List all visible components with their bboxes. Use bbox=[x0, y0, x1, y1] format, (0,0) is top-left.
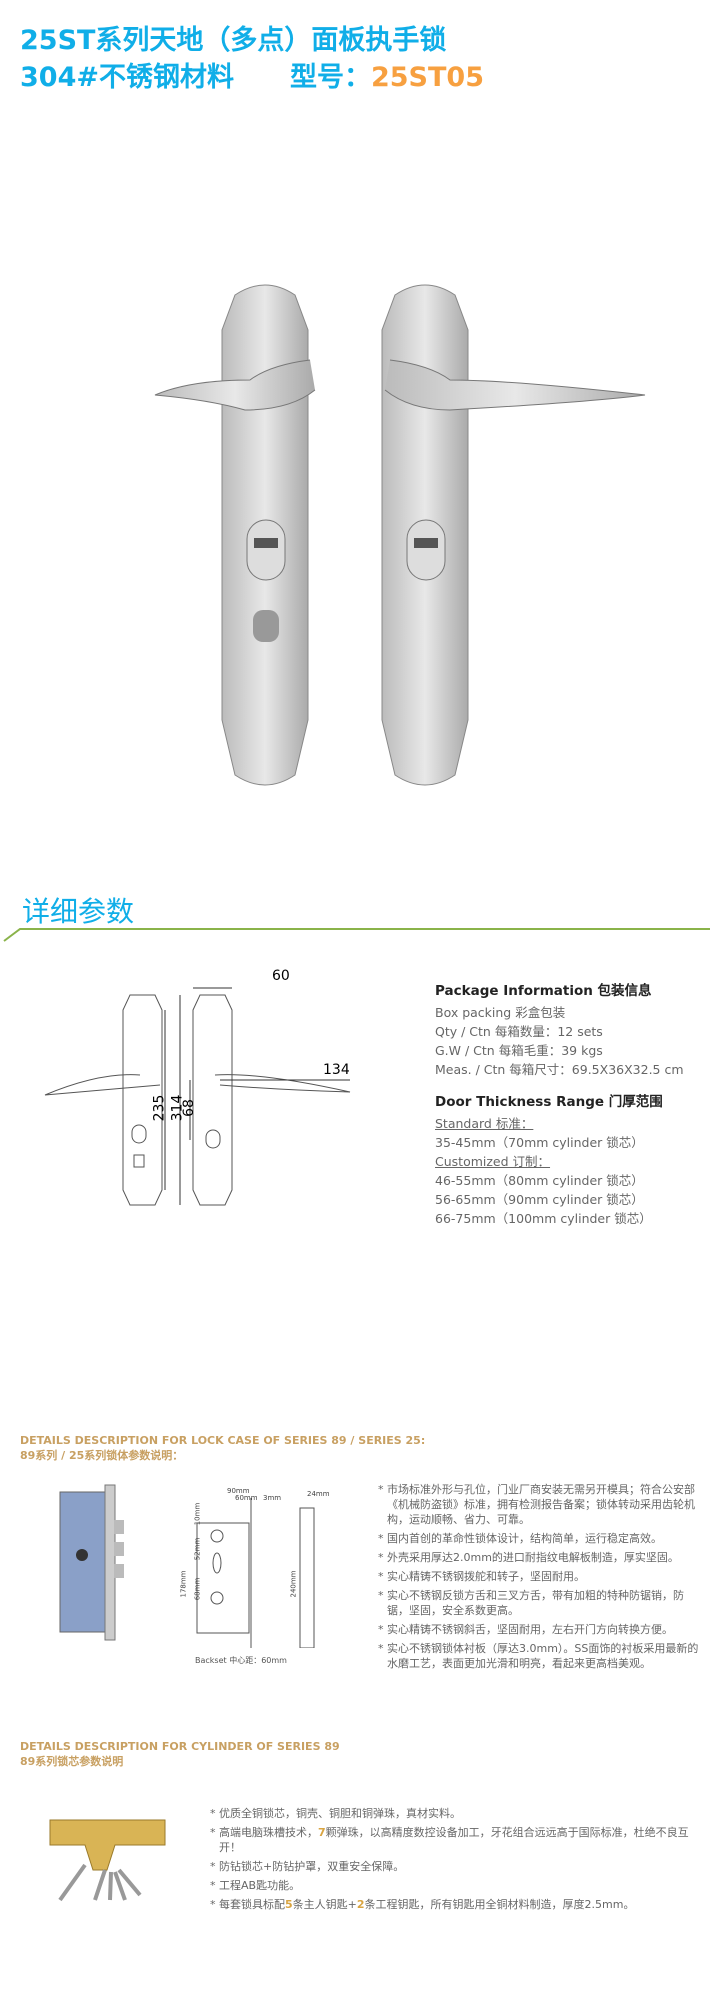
heading-en: DETAILS DESCRIPTION FOR CYLINDER OF SERI… bbox=[20, 1740, 340, 1753]
bullet: * 实心精铸不锈钢斜舌，坚固耐用，左右开门方向转换方便。 bbox=[378, 1623, 673, 1636]
package-line: G.W / Ctn 每箱毛重：39 kgs bbox=[435, 1043, 603, 1058]
custom-range: 46-55mm（80mm cylinder 锁芯） bbox=[435, 1173, 644, 1188]
text: * 高端电脑珠槽技术， bbox=[210, 1826, 318, 1839]
dim-68mm: 68mm bbox=[193, 1577, 202, 1601]
product-subtitle: 304#不锈钢材料 型号：25ST05 bbox=[20, 55, 484, 94]
dim-24mm: 24mm bbox=[307, 1490, 330, 1498]
construction-key-count: 2 bbox=[356, 1898, 365, 1911]
dim-plate: 235 bbox=[151, 1094, 168, 1122]
pin-count: 7 bbox=[318, 1826, 326, 1839]
lock-plate-right bbox=[381, 284, 646, 786]
standard-label: Standard 标准： bbox=[435, 1116, 534, 1131]
bullet: * 外壳采用厚达2.0mm的进口耐指纹电解板制造，厚实坚固。 bbox=[378, 1551, 679, 1564]
material: 304#不锈钢材料 bbox=[20, 62, 234, 93]
dim-52mm: 52mm bbox=[193, 1537, 202, 1561]
bullet: * 实心不锈钢反锁方舌和三叉方舌，带有加粗的特种防锯销，防锯，坚固，安全系数更高… bbox=[378, 1589, 684, 1617]
text: 条工程钥匙，所有钥匙用全铜材料制造，厚度2.5mm。 bbox=[364, 1898, 635, 1911]
custom-range: 56-65mm（90mm cylinder 锁芯） bbox=[435, 1192, 644, 1207]
bullet: * 实心精铸不锈钢拨舵和转子，坚固耐用。 bbox=[378, 1570, 585, 1583]
door-heading: Door Thickness Range 门厚范围 bbox=[435, 1094, 663, 1110]
bullet: * 高端电脑珠槽技术，7颗弹珠，以高精度数控设备加工，牙花组合远远高于国际标准，… bbox=[210, 1825, 700, 1855]
dim-90mm: 90mm bbox=[227, 1487, 250, 1495]
owner-key-count: 5 bbox=[285, 1898, 293, 1911]
dim-center: 68 bbox=[180, 1099, 197, 1117]
text: 条主人钥匙+ bbox=[292, 1898, 357, 1911]
bullet: * 市场标准外形与孔位，门业厂商安装无需另开模具；符合公安部《机械防盗锁》标准，… bbox=[378, 1483, 695, 1526]
lock-plate-left bbox=[154, 284, 316, 786]
product-photo bbox=[154, 284, 646, 786]
bullet: * 每套锁具标配5条主人钥匙+2条工程钥匙，所有钥匙用全铜材料制造，厚度2.5m… bbox=[210, 1897, 700, 1912]
lock-case-diagram bbox=[196, 1498, 315, 1648]
custom-range: 66-75mm（100mm cylinder 锁芯） bbox=[435, 1211, 652, 1226]
lockcase-bullets: * 市场标准外形与孔位，门业厂商安装无需另开模具；符合公安部《机械防盗锁》标准，… bbox=[378, 1482, 703, 1675]
dim-handle: 134 bbox=[323, 1062, 350, 1078]
section-title: 详细参数 bbox=[22, 895, 135, 928]
cylinder-photo bbox=[49, 1819, 166, 1902]
bullet: * 实心不锈钢锁体衬板（厚达3.0mm）。SS面饰的衬板采用最新的水磨工艺，表面… bbox=[378, 1642, 699, 1670]
text: * 每套锁具标配 bbox=[210, 1898, 285, 1911]
cylinder-bullets: * 优质全铜锁芯，铜壳、铜胆和铜弹珠，真材实料。 * 高端电脑珠槽技术，7颗弹珠… bbox=[210, 1806, 700, 1916]
custom-label: Customized 订制： bbox=[435, 1154, 551, 1169]
package-line: Box packing 彩盒包装 bbox=[435, 1005, 566, 1020]
dim-60mm: 60mm bbox=[235, 1494, 258, 1502]
heading-cn: 89系列锁芯参数说明 bbox=[20, 1755, 124, 1768]
dim-178mm: 178mm bbox=[179, 1570, 188, 1598]
bullet: * 优质全铜锁芯，铜壳、铜胆和铜弹珠，真材实料。 bbox=[210, 1807, 461, 1820]
backset: Backset 中心距：60mm bbox=[195, 1656, 287, 1665]
package-line: Qty / Ctn 每箱数量：12 sets bbox=[435, 1024, 603, 1039]
heading-cn: 89系列 / 25系列锁体参数说明： bbox=[20, 1449, 184, 1462]
package-heading: Package Information 包装信息 bbox=[435, 983, 652, 999]
lockcase-heading: DETAILS DESCRIPTION FOR LOCK CASE OF SER… bbox=[20, 1433, 425, 1463]
model-label: 型号： bbox=[289, 62, 371, 93]
section-divider bbox=[3, 928, 710, 942]
door-thickness: Door Thickness Range 门厚范围 Standard 标准： 3… bbox=[435, 1093, 663, 1228]
model-number: 25ST05 bbox=[370, 62, 484, 93]
package-line: Meas. / Ctn 每箱尺寸：69.5X36X32.5 cm bbox=[435, 1062, 684, 1077]
text: 颗弹珠，以高精度数控设备加工，牙花组合远远高于国际标准，杜绝不良互开！ bbox=[219, 1826, 689, 1854]
bullet: * 国内首创的革命性锁体设计，结构简单，运行稳定高效。 bbox=[378, 1532, 662, 1545]
dimension-drawing bbox=[44, 987, 351, 1206]
dim-240mm: 240mm bbox=[289, 1570, 298, 1598]
lock-case-photo bbox=[59, 1484, 124, 1641]
bullet: * 工程AB匙功能。 bbox=[210, 1879, 301, 1892]
dim-width: 60 bbox=[272, 968, 290, 984]
standard-range: 35-45mm（70mm cylinder 锁芯） bbox=[435, 1135, 644, 1150]
bullet: * 防钻锁芯+防钻护罩，双重安全保障。 bbox=[210, 1860, 405, 1873]
package-info: Package Information 包装信息 Box packing 彩盒包… bbox=[435, 982, 684, 1079]
heading-en: DETAILS DESCRIPTION FOR LOCK CASE OF SER… bbox=[20, 1434, 426, 1447]
dim-10mm: 10mm bbox=[193, 1502, 202, 1526]
cylinder-heading: DETAILS DESCRIPTION FOR CYLINDER OF SERI… bbox=[20, 1739, 340, 1769]
dim-3mm: 3mm bbox=[263, 1494, 282, 1502]
product-title: 25ST系列天地（多点）面板执手锁 bbox=[20, 25, 447, 56]
